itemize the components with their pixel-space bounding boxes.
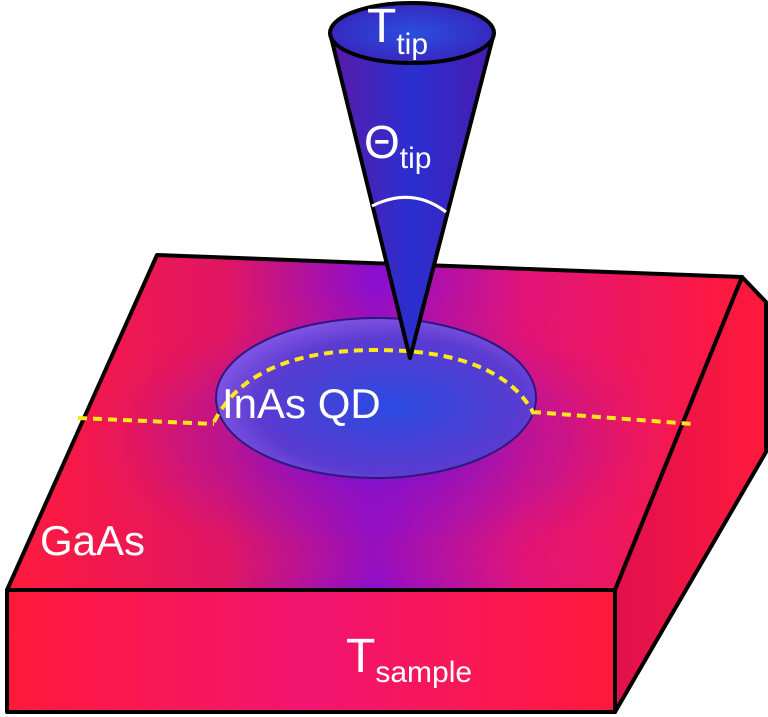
label-theta-tip: Θtip — [364, 116, 431, 175]
cross-section-line — [77, 410, 694, 426]
tip-angle-arc — [371, 195, 447, 214]
substrate-front-face — [5, 588, 617, 714]
tip-top-ellipse — [328, 1, 496, 65]
label-gaas: GaAs — [40, 517, 145, 564]
inas-quantum-dot — [212, 317, 537, 479]
label-t-tip: Ttip — [367, 0, 428, 61]
substrate-right-face — [613, 275, 768, 714]
dotted-line-left — [77, 416, 215, 426]
label-inas-qd: InAs QD — [222, 380, 381, 427]
qd-dotted-profile — [212, 347, 536, 423]
dotted-line-right — [531, 410, 694, 426]
label-t-sample: Tsample — [346, 630, 472, 689]
gaas-substrate — [5, 253, 768, 714]
stm-tip — [328, 1, 496, 360]
